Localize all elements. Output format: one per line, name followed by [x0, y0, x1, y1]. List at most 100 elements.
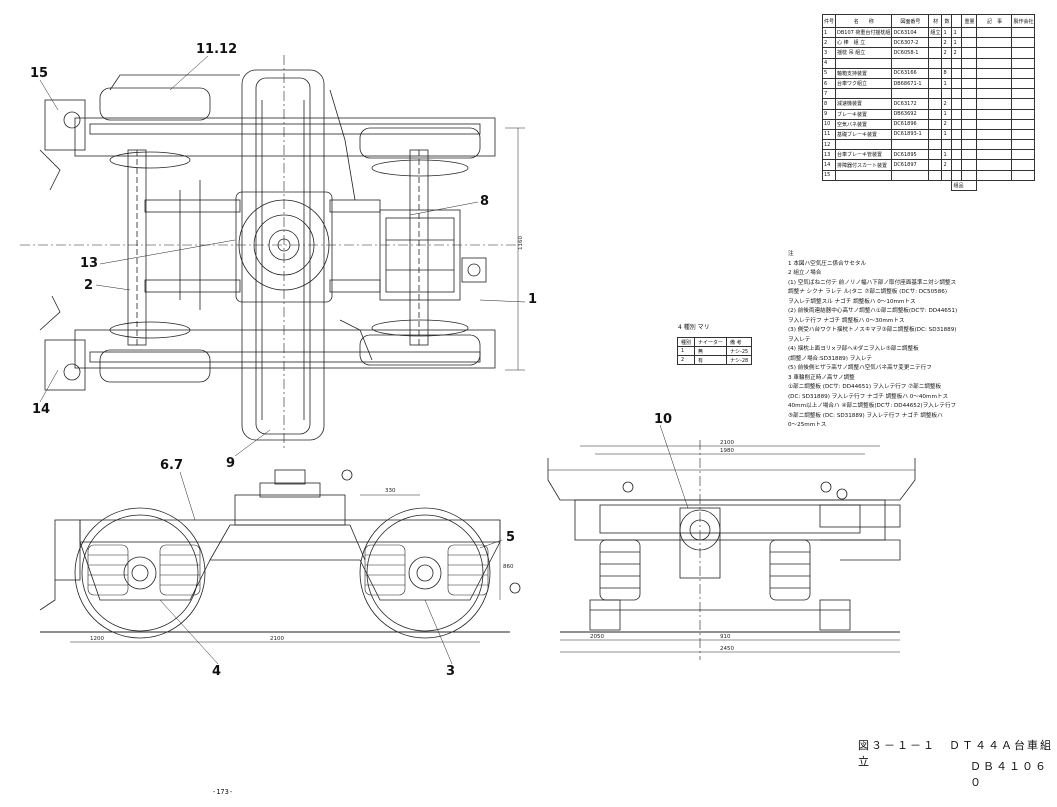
mini-table-row: 2 有 ナシ-28 — [676, 355, 753, 365]
parts-table-header: 材 — [928, 14, 943, 28]
note-line: 40mm以上ノ場合ハ ④部ニ調整板(DCサ: DD44652)ヲ入レテ行フ — [788, 403, 957, 409]
parts-table-header: 記 事 — [976, 14, 1013, 28]
parts-table-cell: 1 — [821, 26, 837, 39]
parts-table-cell — [951, 77, 963, 90]
parts-table-cell: 13 — [821, 149, 837, 161]
parts-table-cell — [928, 57, 943, 69]
note-line: ①部ニ調整板 (DCサ: DD44651) ヲ入レテ行フ ⑦部ニ調整板 — [788, 384, 942, 390]
parts-table-cell: 12 — [821, 139, 837, 151]
note-line: 1 本図ハ空気圧ニ係合サセタル — [788, 260, 867, 267]
parts-table-cell — [928, 169, 943, 181]
parts-table-cell — [976, 88, 1013, 100]
parts-table-cell — [961, 139, 978, 151]
parts-table-cell — [961, 88, 978, 100]
parts-table-row: 4 — [821, 57, 1036, 69]
parts-table-row: 7 — [821, 88, 1036, 100]
note-line: (4) 揺枕上面ヨリ×ヲ部ヘ④ダニヲ入レ⑤部ニ調整板 — [788, 346, 919, 352]
dimension-label-end-width: 2450 — [720, 646, 734, 652]
parts-table-cell — [1011, 128, 1036, 141]
parts-table-cell — [976, 149, 1013, 161]
parts-table-cell — [951, 139, 963, 151]
figure-caption: 図３－１－１ ＤＴ４４Ａ台車組立 — [858, 739, 1053, 768]
parts-table-cell: 9 — [821, 108, 837, 120]
note-line: ヲ入レテ — [788, 336, 811, 343]
parts-table-cell — [1011, 108, 1036, 120]
parts-table-cell — [976, 37, 1013, 49]
parts-table-header: 重量 — [961, 14, 978, 28]
note-line: ヲ入レテ行フ ナゴチ 調整板ハ 0～30mmトス — [788, 317, 905, 324]
parts-table-header: 図面番号 — [891, 14, 930, 28]
parts-table-cell — [976, 47, 1013, 59]
parts-table-cell — [1011, 37, 1036, 49]
mini-table-cell: 有 — [694, 355, 728, 365]
parts-table-cell: 2 — [951, 47, 963, 59]
parts-table-cell: DB107 荷重台付揺枕組 — [835, 26, 893, 39]
parts-table-cell — [928, 139, 943, 151]
parts-table-cell — [976, 67, 1013, 79]
note-line: 注 — [788, 251, 794, 257]
callout-5: 5 — [506, 530, 516, 545]
parts-table-cell: 心 棒 組 立 — [835, 37, 893, 49]
dimension-label-side-height: 860 — [503, 564, 514, 570]
parts-table-cell — [1011, 47, 1036, 59]
parts-table-cell: 1 — [941, 128, 953, 141]
dimension-label-side-wheelbase: 2100 — [270, 636, 284, 642]
mini-table-cell: ナシ-25 — [726, 346, 753, 356]
parts-table-cell — [961, 57, 978, 69]
parts-table-cell — [835, 169, 893, 181]
dimension-label-side-overhang: 1200 — [90, 636, 104, 642]
parts-table-cell — [961, 118, 978, 130]
dimension-label-end-second: 1980 — [720, 448, 734, 454]
parts-table-row: 15 — [821, 169, 1036, 181]
parts-table-cell — [1011, 149, 1036, 161]
parts-table-cell: 組立 — [928, 26, 943, 39]
mini-table-header: 種別 — [676, 337, 696, 347]
parts-table-footer-row: 組品 — [823, 179, 1035, 192]
parts-table-cell: 1 — [951, 37, 963, 49]
mini-table-row: 1 無 ナシ-25 — [676, 346, 753, 356]
parts-table-cell: 5 — [821, 67, 837, 79]
parts-table-cell: 15 — [821, 169, 837, 181]
callout-14: 14 — [32, 402, 51, 417]
parts-table-cell — [941, 139, 953, 151]
parts-table-cell — [951, 159, 963, 171]
parts-table-cell: 基礎ブレーキ装置 — [835, 128, 893, 141]
mini-table-header: ナイーター — [694, 337, 728, 347]
dimension-label-side-top: 330 — [385, 488, 396, 494]
parts-table-cell — [961, 169, 978, 181]
parts-table-cell — [1011, 139, 1036, 151]
parts-table-header: 名 称 — [835, 14, 893, 28]
parts-table-cell — [835, 139, 893, 151]
callout-8: 8 — [480, 194, 490, 209]
callout-11-12: 11.12 — [196, 42, 238, 57]
mini-table-header: 備 考 — [726, 337, 753, 347]
parts-table-cell: 14 — [821, 159, 837, 171]
parts-table-cell: 台車ワク組立 — [835, 77, 893, 90]
parts-table-cell — [976, 128, 1013, 141]
parts-table-header: 数 — [941, 14, 953, 28]
note-line: (3) 側受ハ台ワクト揺枕トノスキマヲ③部ニ調整板(DC: SD31889) — [788, 327, 957, 333]
parts-table-cell — [928, 149, 943, 161]
note-line: 3 車輪削正時ノ高サノ調整 — [788, 374, 855, 381]
parts-table-cell — [951, 108, 963, 120]
parts-table-cell: 10 — [821, 118, 837, 130]
dimension-label-end-gauge: 910 — [720, 634, 731, 640]
parts-table-cell: 2 — [941, 159, 953, 171]
mini-table: 種別 ナイーター 備 考 1 無 ナシ-25 2 有 ナシ-28 — [676, 337, 753, 365]
parts-table-cell: 3 — [821, 47, 837, 59]
parts-table-cell: 11 — [821, 128, 837, 141]
parts-table-cell — [976, 57, 1013, 69]
parts-table-cell: 8 — [941, 67, 953, 79]
parts-table-cell: DC6058-1 — [891, 47, 930, 59]
note-line: (1) 空気ばねニ付テ 前ノリノ幅ハ下部ノ取付座面基準ニ対シ調整ス — [788, 279, 957, 286]
parts-table-row: 12 — [821, 139, 1036, 151]
parts-table-cell — [835, 88, 893, 100]
note-line: ⑤部ニ調整板 (DC: SD31889) ヲ入レテ行フ ナゴチ 調整板ハ — [788, 412, 943, 419]
parts-table-cell — [961, 26, 978, 39]
parts-table-cell: DC61895 — [891, 149, 930, 161]
